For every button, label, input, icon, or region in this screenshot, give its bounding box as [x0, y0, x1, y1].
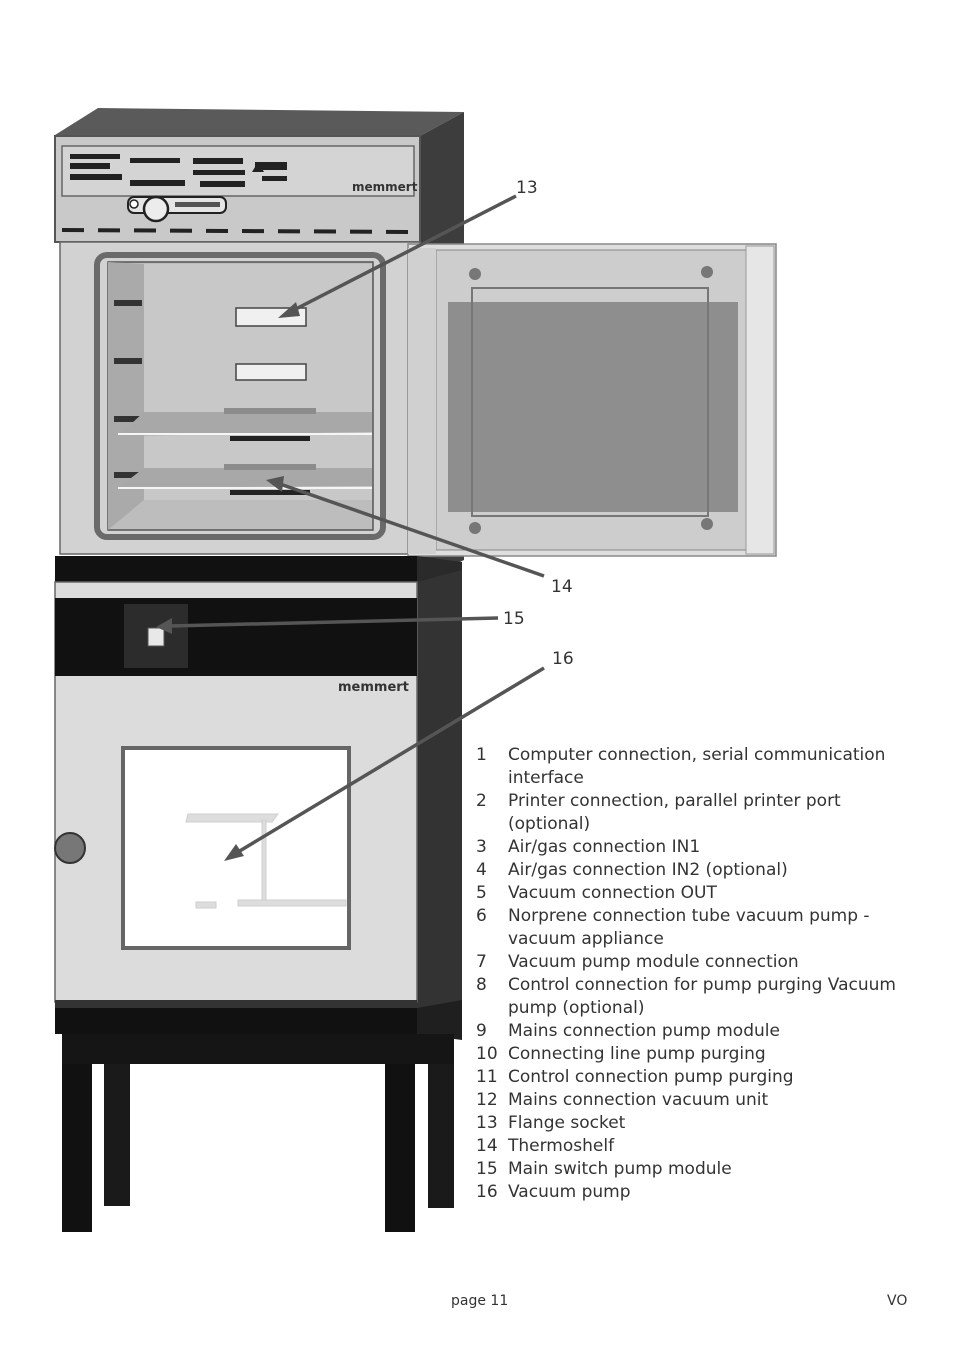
legend-item: 3 Air/gas connection IN1: [476, 836, 896, 859]
oven-top-face: [55, 108, 464, 136]
callout-15: 15: [503, 609, 525, 629]
legend-number: 9: [476, 1021, 487, 1041]
chamber-left-wall: [108, 262, 144, 530]
legend-number: 12: [476, 1090, 498, 1110]
legend-item: 12 Mains connection vacuum unit: [476, 1089, 896, 1112]
stand-leg-front-right: [385, 1034, 415, 1232]
legend-item: 2 Printer connection, parallel printer po…: [476, 790, 896, 836]
legend-item: 9 Mains connection pump module: [476, 1020, 896, 1043]
legend-text: Air/gas connection IN2 (optional): [508, 860, 788, 880]
parts-legend: 1 Computer connection, serial communicati…: [476, 744, 896, 1204]
legend-text: Mains connection pump module: [508, 1021, 780, 1041]
stand-leg-front-left: [62, 1034, 92, 1232]
legend-item: 14 Thermoshelf: [476, 1135, 896, 1158]
legend-number: 7: [476, 952, 487, 972]
legend-text: Vacuum pump: [508, 1182, 631, 1202]
legend-number: 15: [476, 1159, 498, 1179]
pump-door-handle: [54, 832, 86, 864]
legend-text: Printer connection, parallel printer por…: [508, 791, 841, 834]
legend-text: Flange socket: [508, 1113, 626, 1133]
legend-text: Air/gas connection IN1: [508, 837, 701, 857]
legend-text: Thermoshelf: [508, 1136, 615, 1156]
legend-item: 6 Norprene connection tube vacuum pump - …: [476, 905, 896, 951]
legend-number: 14: [476, 1136, 498, 1156]
legend-number: 8: [476, 975, 487, 995]
legend-text: Control connection pump purging: [508, 1067, 794, 1087]
legend-number: 11: [476, 1067, 498, 1087]
stand-top: [55, 1008, 417, 1034]
legend-number: 3: [476, 837, 487, 857]
vacuum-pump: [185, 813, 347, 909]
chamber-back: [144, 264, 372, 500]
oven-door-seal: [94, 252, 386, 540]
door-window: [448, 302, 738, 512]
legend-number: 1: [476, 745, 487, 765]
warning-icon: [252, 162, 264, 172]
main-switch: [147, 627, 165, 647]
callout-14: 14: [551, 577, 573, 597]
oven-base: [55, 556, 417, 582]
legend-item: 8 Control connection for pump purging Vac…: [476, 974, 896, 1020]
legend-text: Control connection for pump purging Vacu…: [508, 975, 896, 1018]
legend-text: Vacuum pump module connection: [508, 952, 799, 972]
legend-item: 15 Main switch pump module: [476, 1158, 896, 1181]
brand-logo-lower: memmert: [338, 680, 409, 695]
flange-socket-2: [235, 363, 307, 381]
legend-number: 16: [476, 1182, 498, 1202]
display-glyphs: [70, 154, 287, 187]
stand-leg-back-right: [428, 1040, 454, 1208]
legend-item: 13 Flange socket: [476, 1112, 896, 1135]
legend-number: 10: [476, 1044, 498, 1064]
legend-number: 4: [476, 860, 487, 880]
legend-text: Vacuum connection OUT: [508, 883, 717, 903]
legend-text: Computer connection, serial communicatio…: [508, 745, 886, 788]
legend-item: 5 Vacuum connection OUT: [476, 882, 896, 905]
legend-item: 11 Control connection pump purging: [476, 1066, 896, 1089]
legend-number: 2: [476, 791, 487, 811]
legend-item: 7 Vacuum pump module connection: [476, 951, 896, 974]
legend-item: 1 Computer connection, serial communicati…: [476, 744, 896, 790]
legend-item: 16 Vacuum pump: [476, 1181, 896, 1204]
callout-16: 16: [552, 649, 574, 669]
brand-logo-upper: memmert: [352, 180, 418, 194]
stand-leg-back-left: [104, 1060, 130, 1206]
thermoshelf-1: [118, 412, 372, 436]
legend-text: Norprene connection tube vacuum pump - v…: [508, 906, 870, 949]
document-code: VO: [887, 1293, 908, 1309]
legend-text: Connecting line pump purging: [508, 1044, 766, 1064]
pump-module-panel: [55, 598, 417, 676]
legend-item: 4 Air/gas connection IN2 (optional): [476, 859, 896, 882]
legend-item: 10 Connecting line pump purging: [476, 1043, 896, 1066]
legend-number: 6: [476, 906, 487, 926]
legend-text: Main switch pump module: [508, 1159, 732, 1179]
panel-dashes: [61, 228, 415, 234]
legend-text: Mains connection vacuum unit: [508, 1090, 769, 1110]
legend-number: 13: [476, 1113, 498, 1133]
thermoshelf-2: [118, 468, 372, 488]
callout-13: 13: [516, 178, 538, 198]
leader-lines: [156, 194, 545, 861]
shelf-rails: [114, 300, 142, 478]
page-number: page 11: [451, 1293, 509, 1309]
control-knob: [142, 195, 170, 223]
legend-number: 5: [476, 883, 487, 903]
